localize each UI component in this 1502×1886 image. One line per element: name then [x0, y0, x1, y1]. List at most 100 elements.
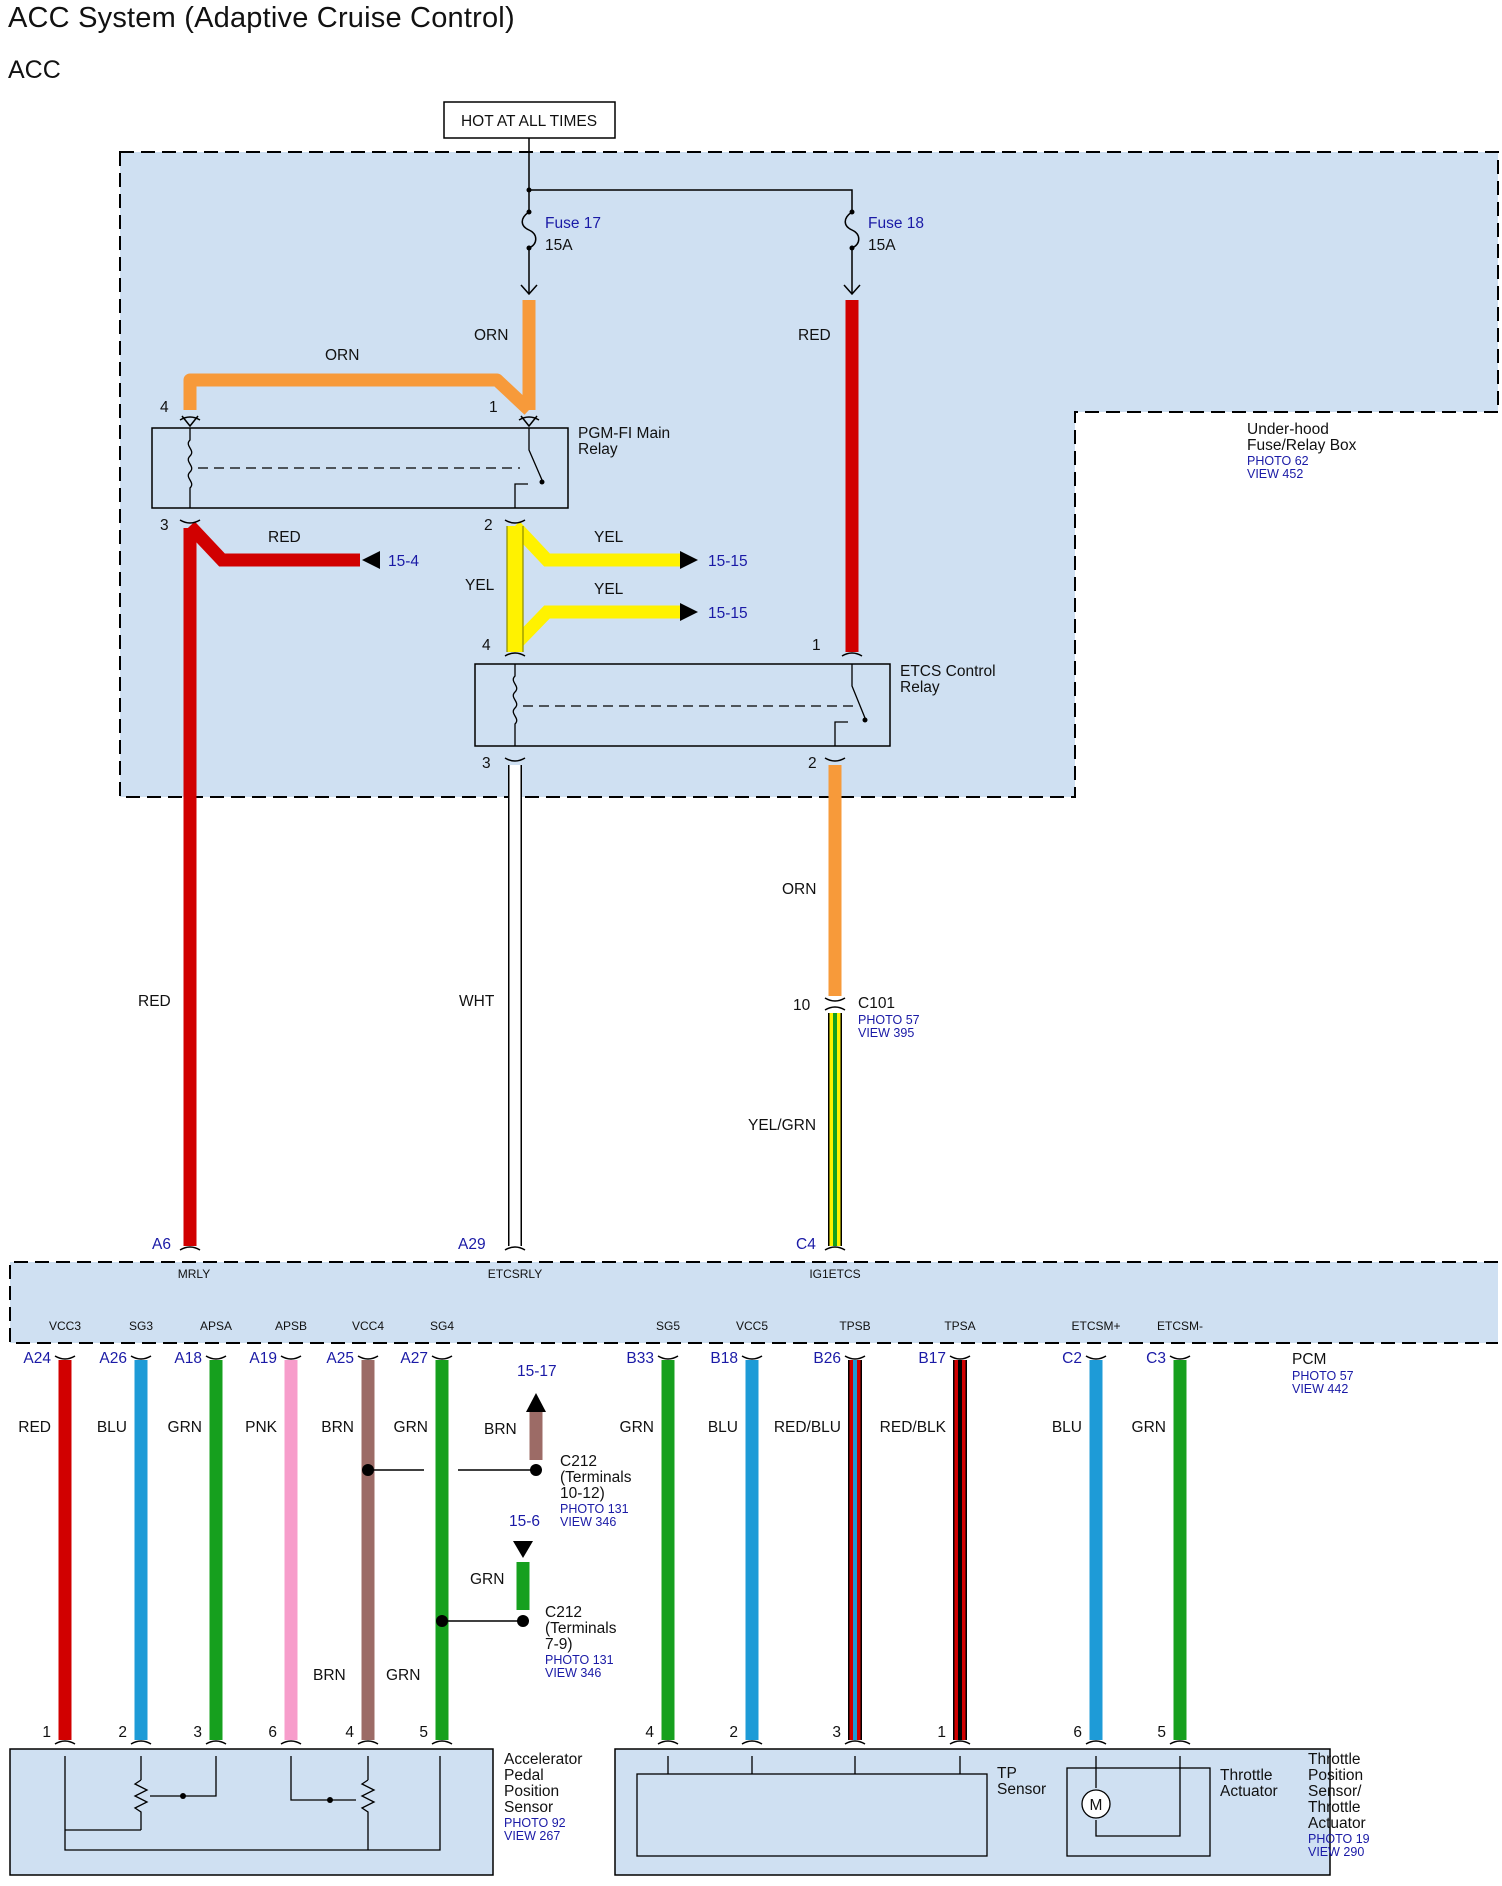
throttle-assembly-name-1: Throttle [1308, 1751, 1361, 1768]
wire-label-orn-etcs: ORN [782, 881, 816, 898]
pcm-signal-sg5: SG5 [656, 1319, 680, 1333]
pcm-signal-etcsm: ETCSM- [1157, 1319, 1203, 1333]
fuse-box-name-1: Under-hood [1247, 421, 1329, 438]
wire-label-b17: RED/BLK [880, 1419, 947, 1436]
pcm-region [9, 1261, 1498, 1344]
pcm-signal-etcsrly: ETCSRLY [488, 1267, 542, 1281]
pcm-connector-b18 [741, 1355, 763, 1360]
etcs-relay-name-2: Relay [900, 679, 940, 696]
motor-label: M [1090, 1797, 1103, 1814]
wire-label-c2: BLU [1052, 1419, 1082, 1436]
fuse-17-name: Fuse 17 [545, 215, 601, 232]
etcs-pin-2: 2 [808, 755, 817, 772]
c212-b-dot-left [436, 1615, 448, 1627]
c212-a-line2: (Terminals [560, 1469, 632, 1486]
pcm-pin-a26: A26 [99, 1350, 127, 1367]
ref-15-6[interactable]: 15-6 [509, 1513, 540, 1530]
fuse-box-view[interactable]: VIEW 452 [1247, 467, 1303, 481]
wire-yel-branch-b [510, 605, 680, 650]
pcm-photo[interactable]: PHOTO 57 [1292, 1369, 1354, 1383]
pgm-relay-name-2: Relay [578, 441, 618, 458]
throttle-assembly-photo[interactable]: PHOTO 19 [1308, 1832, 1370, 1846]
sensor-pin-a25: 4 [345, 1724, 354, 1741]
pcm-connector-a19 [280, 1355, 302, 1360]
fuse-18 [843, 209, 861, 296]
ref-arrow-15-17 [526, 1393, 546, 1412]
throttle-actuator-box [1066, 1767, 1211, 1857]
ref-15-15-a[interactable]: 15-15 [708, 553, 748, 570]
pcm-signal-mrly: MRLY [178, 1267, 210, 1281]
pcm-signal-tpsa: TPSA [944, 1319, 975, 1333]
etcs-contact-dot [862, 717, 868, 723]
throttle-assembly-view[interactable]: VIEW 290 [1308, 1845, 1364, 1859]
pgm-pin-3: 3 [160, 517, 169, 534]
c212-b-view[interactable]: VIEW 346 [545, 1666, 601, 1680]
ref-15-4[interactable]: 15-4 [388, 553, 419, 570]
etcs-relay-internal [512, 664, 866, 746]
app-sensor-view[interactable]: VIEW 267 [504, 1829, 560, 1843]
pcm-pin-a25: A25 [326, 1350, 354, 1367]
power-source-label: HOT AT ALL TIMES [461, 113, 597, 130]
sensor-connector-a26 [130, 1740, 152, 1745]
fuse-box-photo[interactable]: PHOTO 62 [1247, 454, 1309, 468]
wire-label-orn-fuse17: ORN [474, 327, 508, 344]
wire-label-b18: BLU [708, 1419, 738, 1436]
wire-label-grn-ref: GRN [470, 1571, 504, 1588]
c101-photo[interactable]: PHOTO 57 [858, 1013, 920, 1027]
pcm-signal-vcc5: VCC5 [736, 1319, 768, 1333]
c212-a-dot-left [362, 1464, 374, 1476]
c212-b-photo[interactable]: PHOTO 131 [545, 1653, 614, 1667]
ref-15-15-b[interactable]: 15-15 [708, 605, 748, 622]
c212-a-dot-right [530, 1464, 542, 1476]
pcm-connector-c2 [1085, 1355, 1107, 1360]
wire-label-b26: RED/BLU [774, 1419, 841, 1436]
pcm-signal-tpsb: TPSB [839, 1319, 870, 1333]
sensor-pin-c3: 5 [1157, 1724, 1166, 1741]
pcm-signal-vcc4: VCC4 [352, 1319, 384, 1333]
pcm-connector-a18 [205, 1355, 227, 1360]
c212-a-photo[interactable]: PHOTO 131 [560, 1502, 629, 1516]
sensor-connector-c3 [1169, 1740, 1191, 1745]
pcm-pin-a6: A6 [152, 1236, 171, 1253]
app-sensor-name-2: Pedal [504, 1767, 544, 1784]
c212-a-view[interactable]: VIEW 346 [560, 1515, 616, 1529]
pcm-view[interactable]: VIEW 442 [1292, 1382, 1348, 1396]
sensor-connector-b17 [949, 1740, 971, 1745]
throttle-assembly-name-3: Sensor/ [1308, 1783, 1362, 1800]
sensor-pin-b17: 1 [937, 1724, 946, 1741]
wire-label-red-main: RED [138, 993, 171, 1010]
app-sensor-box [9, 1748, 494, 1876]
pcm-pin-b18: B18 [710, 1350, 738, 1367]
wire-label-a25: BRN [321, 1419, 354, 1436]
sensor-pin-a26: 2 [118, 1724, 127, 1741]
power-bus [528, 138, 853, 212]
throttle-assembly-name-5: Actuator [1308, 1815, 1366, 1832]
page-title: ACC System (Adaptive Cruise Control) [8, 2, 515, 34]
fuse-18-rating: 15A [868, 237, 896, 254]
sensor-connector-c2 [1085, 1740, 1107, 1745]
sensor-connector-b26 [844, 1740, 866, 1745]
pcm-pin-b33: B33 [626, 1350, 654, 1367]
wire-orn-top [183, 373, 534, 415]
pcm-pin-a19: A19 [249, 1350, 277, 1367]
app-sensor-photo[interactable]: PHOTO 92 [504, 1816, 566, 1830]
sensor-pin-b33: 4 [645, 1724, 654, 1741]
c101-view[interactable]: VIEW 395 [858, 1026, 914, 1040]
sensor-connector-a27 [431, 1740, 453, 1745]
wire-label-wht: WHT [459, 993, 495, 1010]
tp-sensor-leads [667, 1756, 961, 1774]
ref-arrow-15-6 [513, 1541, 533, 1558]
pcm-signal-vcc3: VCC3 [49, 1319, 81, 1333]
etcs-relay-name-1: ETCS Control [900, 663, 996, 680]
tp-sensor-name-2: Sensor [997, 1781, 1046, 1798]
sensor-pin-a27: 5 [419, 1724, 428, 1741]
ref-15-17[interactable]: 15-17 [517, 1363, 557, 1380]
c101-name: C101 [858, 995, 895, 1012]
pcm-signal-apsa: APSA [200, 1319, 232, 1333]
sensor-connector-a24 [54, 1740, 76, 1745]
throttle-actuator-name-2: Actuator [1220, 1783, 1278, 1800]
pgm-fi-main-relay [151, 427, 569, 509]
pgm-contact-dot [539, 479, 545, 485]
pcm-connector-a26 [130, 1355, 152, 1360]
throttle-assembly-name-2: Position [1308, 1767, 1363, 1784]
